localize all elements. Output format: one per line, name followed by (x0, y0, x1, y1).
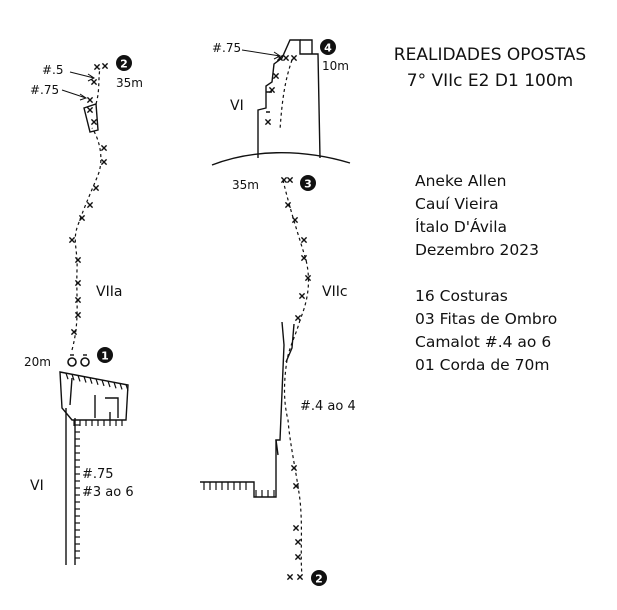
bolt-marker (86, 201, 94, 209)
gear-line: Camalot #.4 ao 6 (415, 333, 552, 351)
belay-1-length: 20m (24, 355, 51, 369)
grade-vi-summit: VI (230, 98, 244, 114)
grade-viic: VIIc (322, 284, 348, 300)
bolt-marker (92, 184, 100, 192)
gear-label-075-summit: #.75 (212, 41, 241, 55)
svg-text:3: 3 (304, 178, 312, 191)
gear-label-075-left: #.75 (82, 467, 114, 482)
bolts (68, 54, 312, 581)
summit-tower (257, 39, 321, 159)
bolt-marker (286, 176, 294, 184)
bolt-marker (280, 176, 288, 184)
gear-line: 16 Costuras (415, 287, 508, 305)
gear-list: 16 Costuras 03 Fitas de Ombro Camalot #.… (415, 285, 557, 377)
route-subtitle: 7° VIIc E2 D1 100m (406, 71, 574, 91)
bolt-marker (282, 54, 290, 62)
credit-line: Ítalo D'Ávila (415, 218, 508, 236)
svg-text:2: 2 (315, 573, 323, 586)
bolt-marker (300, 236, 308, 244)
svg-text:2: 2 (120, 58, 128, 71)
route-title: REALIDADES OPOSTAS (393, 45, 587, 65)
belay-2-length: 35m (116, 76, 143, 90)
bolt-marker (290, 54, 298, 62)
ledge-tick (65, 372, 69, 380)
belay-3-length: 35m (232, 178, 259, 192)
bolt-marker (86, 106, 94, 114)
bolt-marker (294, 314, 302, 322)
ledge-tick (83, 376, 87, 383)
base-ledge-right (200, 440, 277, 498)
credit-date: Dezembro 2023 (415, 241, 539, 259)
gear-line: 01 Corda de 70m (415, 356, 550, 374)
belay-2-flake (83, 67, 101, 133)
bolt-marker (74, 296, 82, 304)
bolt-marker (93, 63, 101, 71)
belay-marker-1: 1 (97, 347, 113, 363)
credit-line: Cauí Vieira (415, 195, 499, 213)
belay-4-length: 10m (322, 59, 349, 73)
bolt-marker (78, 214, 86, 222)
credits-list: Aneke Allen Cauí Vieira Ítalo D'Ávila De… (415, 170, 539, 262)
bolt-marker (90, 118, 98, 126)
grade-vi-left: VI (30, 478, 44, 494)
bolt-marker (286, 573, 294, 581)
bolt-marker (100, 144, 108, 152)
bolt-marker (290, 464, 298, 472)
base-crack (65, 408, 80, 565)
route-title-block: REALIDADES OPOSTAS 7° VIIc E2 D1 100m (375, 42, 605, 94)
bolt-marker (300, 254, 308, 262)
bolt-marker (70, 328, 78, 336)
bolt-marker (304, 274, 312, 282)
bolt-marker (296, 573, 304, 581)
gear-label-075-top: #.75 (30, 83, 59, 97)
gear-label-05: #.5 (42, 63, 64, 77)
bolt-marker (86, 96, 94, 104)
bolt-marker (291, 216, 299, 224)
bolt-marker (292, 524, 300, 532)
bolt-marker (101, 62, 109, 70)
bolt-marker (264, 118, 272, 126)
bolt-marker (294, 538, 302, 546)
bolt-marker (268, 86, 276, 94)
bolt-marker (272, 72, 280, 80)
svg-text:1: 1 (101, 350, 109, 363)
ledge-tick (89, 377, 93, 384)
bolt-marker (292, 482, 300, 490)
ledge-tick (125, 384, 129, 391)
gear-line: 03 Fitas de Ombro (415, 310, 558, 328)
belay-marker-2-top: 2 (116, 55, 132, 71)
bolt-marker (90, 78, 98, 86)
gear-label-3-6: #3 ao 6 (82, 485, 134, 500)
bolt-marker (74, 311, 82, 319)
belay-1-ledge (59, 371, 129, 426)
bolt-marker (100, 158, 108, 166)
ledge-tick (101, 379, 105, 387)
bolt-marker (294, 553, 302, 561)
bolt-marker (276, 54, 284, 62)
bolt-marker (284, 201, 292, 209)
bolt-marker (68, 236, 76, 244)
ledge-tick (107, 380, 111, 388)
belay-marker-3: 3 (300, 175, 316, 191)
start-marker-2: 2 (311, 570, 327, 586)
belay-marker-4: 4 (320, 39, 336, 55)
ledge-tick (71, 374, 75, 381)
crack-pitch-2 (275, 319, 303, 576)
ledge-tick (95, 378, 99, 386)
bolt-marker (298, 292, 306, 300)
gear-arrows (61, 49, 281, 101)
credit-line: Aneke Allen (415, 172, 507, 190)
belay-1-rings (67, 354, 90, 367)
ledge-tick (77, 375, 81, 382)
summit-ridge (211, 152, 351, 166)
gear-label-04-4: #.4 ao 4 (300, 399, 356, 414)
route-pitch-1 (71, 127, 102, 351)
bolt-marker (74, 256, 82, 264)
bolt-marker (74, 279, 82, 287)
ledge-tick (119, 383, 123, 390)
svg-text:4: 4 (324, 42, 332, 55)
ledge-tick (113, 382, 117, 389)
grade-viia: VIIa (96, 284, 122, 300)
